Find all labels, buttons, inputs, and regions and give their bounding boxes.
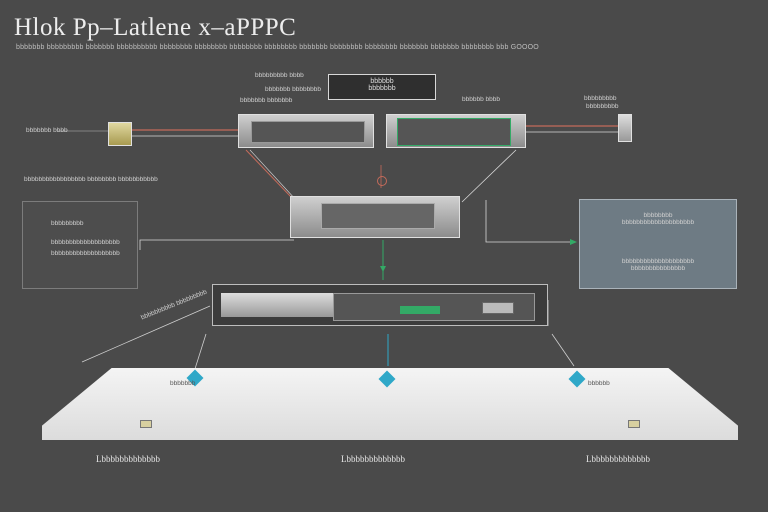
far-right-lower-label: bbbbbbbbb — [586, 103, 619, 110]
top-box-line1: bbbbbb — [370, 78, 394, 85]
top-box-line2: bbbbbbb — [368, 85, 396, 92]
right-note-panel: bbbbbbbb bbbbbbbbbbbbbbbbbbbb bbbbbbbbbb… — [579, 199, 737, 289]
bottom-label-center: Lbbbbbbbbbbbbb — [341, 454, 405, 464]
rack-unit — [212, 284, 548, 326]
top-label: bbbbbbbbb bbbb — [255, 72, 304, 79]
right-panel-line4: bbbbbbbbbbbbbbb — [630, 265, 686, 272]
right-panel-line2: bbbbbbbbbbbbbbbbbbbb — [621, 219, 695, 226]
floor-pad-right — [628, 420, 640, 428]
right-top-label: bbbbbb bbbb — [462, 96, 500, 103]
left-info-panel: bbbbbbbbb bbbbbbbbbbbbbbbbbbb bbbbbbbbbb… — [22, 201, 138, 289]
bottom-label-left: Lbbbbbbbbbbbbb — [96, 454, 160, 464]
rack-port — [482, 302, 514, 314]
left-panel-line3: bbbbbbbbbbbbbbbbbbb — [51, 250, 120, 257]
center-marker — [377, 176, 387, 186]
far-right-upper-label: bbbbbbbbb — [584, 95, 617, 102]
top-box: bbbbbb bbbbbbb — [328, 74, 436, 100]
left-connector-label: bbbbbbb bbbb — [26, 127, 68, 134]
diagram-subtitle: bbbbbbb bbbbbbbbb bbbbbbb bbbbbbbbbb bbb… — [16, 44, 539, 51]
left-panel-line1: bbbbbbbbb — [51, 220, 84, 227]
floor-tag-right: bbbbbb — [588, 380, 610, 387]
rack-left-module — [221, 293, 333, 317]
left-device-face — [251, 121, 365, 143]
left-panel-line2: bbbbbbbbbbbbbbbbbbb — [51, 239, 120, 246]
right-device-unit — [386, 114, 526, 148]
middle-device-face — [321, 203, 435, 229]
right-panel-line3: bbbbbbbbbbbbbbbbbbbb — [621, 258, 695, 265]
mid-left-upper-label: bbbbbbb bbbbbbbb — [265, 86, 322, 93]
diagram-title: Hlok Pp–Latlene x–aPPPC — [14, 14, 297, 41]
right-device-face — [397, 118, 511, 146]
rack-right-module — [333, 293, 535, 321]
floor-pad-left — [140, 420, 152, 428]
mid-left-lower-label: bbbbbbb bbbbbbb — [240, 97, 293, 104]
right-connector-block — [618, 114, 632, 142]
left-device-unit — [238, 114, 374, 148]
floor-tag-left: bbbbbbb — [170, 380, 196, 387]
left-connector-block — [108, 122, 132, 146]
rack-green-indicator — [400, 306, 440, 314]
bottom-label-right: Lbbbbbbbbbbbbb — [586, 454, 650, 464]
middle-device-unit — [290, 196, 460, 238]
right-panel-line1: bbbbbbbb — [643, 212, 673, 219]
left-caption: bbbbbbbbbbbbbbbbb bbbbbbbb bbbbbbbbbbb — [24, 176, 158, 183]
